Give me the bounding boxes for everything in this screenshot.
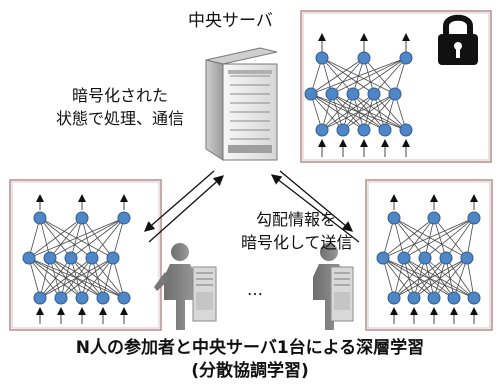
server-network-inner-frame [302, 12, 490, 161]
desktop-computer-icon [192, 266, 217, 322]
left-participant-network-card [9, 179, 162, 331]
right-network-inner-frame [367, 181, 491, 329]
caption-line-1: N人の参加者と中央サーバ1台による深層学習 [75, 338, 425, 358]
encrypted-processing-line-1: 暗号化された [71, 86, 168, 105]
ellipsis-indicator: … [247, 280, 263, 299]
desktop-computer-icon [330, 266, 354, 322]
lock-icon [438, 14, 478, 65]
server-network [304, 33, 413, 157]
diagram-caption: N人の参加者と中央サーバ1台による深層学習 (分散協調学習) [0, 337, 500, 383]
gradient-encryption-note: 勾配情報を 暗号化して送信 [241, 208, 353, 254]
server-to-left-arrow [144, 170, 215, 232]
server-network-card [300, 10, 492, 163]
left-participant-icon [154, 243, 217, 330]
left-network [22, 194, 131, 324]
server-to-right-arrow [279, 170, 353, 232]
server-icon [205, 47, 278, 161]
right-network [376, 194, 481, 324]
right-to-server-arrow [270, 174, 360, 243]
encrypted-processing-line-2: 状態で処理、通信 [55, 109, 184, 128]
gradient-encryption-line-1: 勾配情報を [255, 210, 336, 229]
encrypted-processing-note: 暗号化された 状態で処理、通信 [34, 84, 206, 130]
person-with-computer-icon [154, 243, 197, 330]
right-participant-network-card [365, 179, 493, 331]
communication-arrows [144, 170, 360, 243]
left-to-server-arrow [148, 175, 224, 243]
server-network-frame [300, 10, 492, 163]
gradient-encryption-line-2: 暗号化して送信 [241, 233, 353, 252]
central-server-label: 中央サーバ [188, 11, 273, 31]
right-participant-icon [313, 243, 354, 330]
left-network-inner-frame [11, 181, 160, 329]
caption-line-2: (分散協調学習) [191, 361, 309, 381]
